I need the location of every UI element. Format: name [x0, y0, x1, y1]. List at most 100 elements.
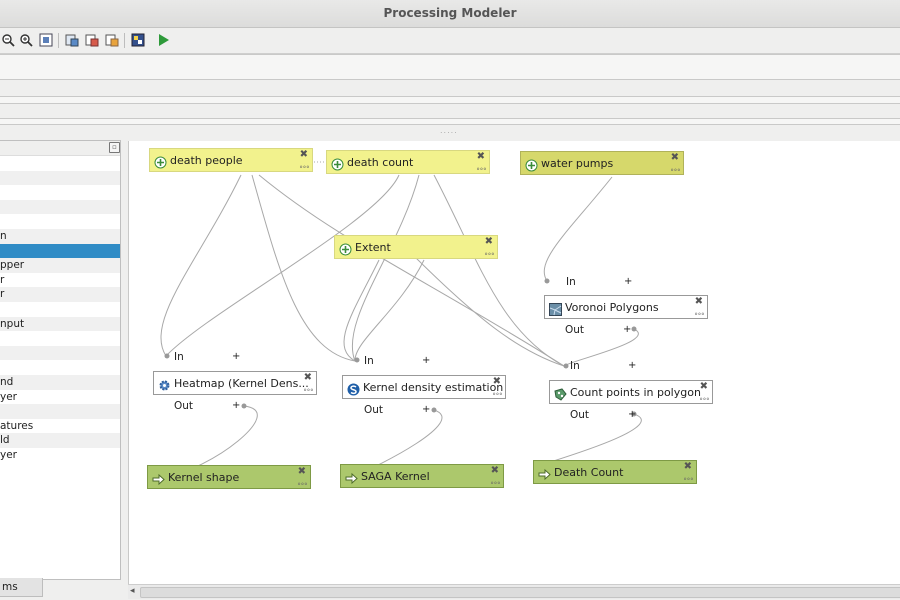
algorithm-list-item[interactable]: ld: [0, 433, 120, 448]
output-node-death-count[interactable]: Death Count ✖ ∘∘∘: [533, 460, 697, 484]
plus-cross-icon: [339, 241, 352, 256]
panel-header: [0, 141, 120, 156]
algorithm-list-item[interactable]: [0, 199, 120, 215]
more-icon[interactable]: ∘∘∘: [296, 480, 308, 488]
scrollbar-thumb[interactable]: [140, 587, 900, 598]
input-node-extent[interactable]: Extent ✖ ∘∘∘: [334, 235, 498, 259]
node-label: Heatmap (Kernel Dens...: [174, 377, 309, 390]
model-canvas[interactable]: death people ✖ ∘∘∘ death count ✖ ∘∘∘ wat…: [128, 141, 900, 584]
more-icon[interactable]: ∘∘∘: [682, 475, 694, 483]
more-icon[interactable]: ∘∘∘: [491, 390, 503, 398]
port-in-label: In: [570, 360, 580, 372]
plus-cross-icon: [154, 154, 167, 169]
algorithm-list-item[interactable]: [0, 302, 120, 317]
algorithm-list-item[interactable]: nput: [0, 316, 120, 332]
more-icon[interactable]: ∘∘∘: [302, 386, 314, 394]
delete-icon[interactable]: ✖: [694, 296, 703, 307]
algorithm-list-item[interactable]: atures: [0, 419, 34, 432]
more-icon[interactable]: ∘∘∘: [698, 395, 710, 403]
algorithm-list-item[interactable]: r: [0, 273, 5, 286]
zoom-out-icon[interactable]: [0, 32, 16, 48]
separator-band: [0, 118, 900, 125]
output-node-saga-kernel[interactable]: SAGA Kernel ✖ ∘∘∘: [340, 464, 504, 488]
algorithm-node-count-points[interactable]: Count points in polygon ✖ ∘∘∘: [549, 380, 713, 404]
window-title: Processing Modeler: [0, 0, 900, 28]
node-label: water pumps: [541, 157, 614, 170]
port-out-label: Out: [364, 404, 384, 416]
plus-cross-icon: [331, 156, 344, 171]
more-icon[interactable]: ∘∘∘: [298, 163, 310, 171]
plus-cross-icon: [525, 157, 538, 172]
zoom-full-icon[interactable]: [38, 32, 54, 48]
expand-outputs-button[interactable]: +: [232, 400, 241, 411]
delete-icon[interactable]: ✖: [490, 465, 499, 476]
scroll-left-icon[interactable]: ◂: [130, 586, 135, 596]
output-node-kernel-shape[interactable]: Kernel shape ✖ ∘∘∘: [147, 465, 311, 489]
tab-algorithms[interactable]: ms: [0, 578, 43, 597]
more-icon[interactable]: ∘∘∘: [483, 250, 495, 258]
node-label: SAGA Kernel: [361, 470, 430, 483]
expand-outputs-button[interactable]: +: [623, 324, 632, 335]
port-in-label: In: [566, 276, 576, 288]
expand-outputs-button[interactable]: +: [628, 409, 637, 420]
delete-icon[interactable]: ✖: [492, 376, 501, 387]
input-node-death-people[interactable]: death people ✖ ∘∘∘: [149, 148, 313, 172]
delete-icon[interactable]: ✖: [297, 466, 306, 477]
delete-icon[interactable]: ✖: [699, 381, 708, 392]
export-svg-icon[interactable]: [104, 32, 120, 48]
algorithm-list-item[interactable]: [0, 345, 120, 361]
delete-icon[interactable]: ✖: [484, 236, 493, 247]
separator-band: [0, 96, 900, 104]
algorithm-node-kernel-density[interactable]: Kernel density estimation ✖ ∘∘∘: [342, 375, 506, 399]
algorithm-list-item[interactable]: yer: [0, 390, 17, 403]
delete-icon[interactable]: ✖: [299, 149, 308, 160]
node-label: Death Count: [554, 466, 624, 479]
port-in-label: In: [364, 355, 374, 367]
algorithm-list-item[interactable]: [0, 360, 120, 375]
zoom-in-icon[interactable]: [18, 32, 34, 48]
more-icon[interactable]: ∘∘∘: [475, 165, 487, 173]
algorithm-node-voronoi-polygons[interactable]: Voronoi Polygons ✖ ∘∘∘: [544, 295, 708, 319]
more-icon[interactable]: ∘∘∘: [669, 166, 681, 174]
port-out-label: Out: [565, 324, 585, 336]
more-icon[interactable]: ∘∘∘: [693, 310, 705, 318]
expand-inputs-button[interactable]: +: [628, 360, 637, 371]
undock-icon[interactable]: ▫: [109, 142, 120, 153]
algorithm-list-item[interactable]: [0, 331, 120, 346]
algorithm-list-item[interactable]: [0, 404, 120, 419]
node-label: Extent: [355, 241, 391, 254]
algorithm-list-item[interactable]: [0, 156, 120, 171]
algorithm-list-item[interactable]: [0, 185, 120, 200]
delete-icon[interactable]: ✖: [476, 151, 485, 162]
algorithm-list-item[interactable]: n: [0, 228, 120, 244]
node-label: death people: [170, 154, 243, 167]
splitter-handle[interactable]: .....: [440, 126, 458, 135]
count-points-icon: [554, 386, 567, 401]
algorithm-list-item[interactable]: [0, 170, 120, 186]
connection-lines: [160, 161, 642, 477]
voronoi-icon: [549, 301, 562, 316]
expand-inputs-button[interactable]: +: [232, 351, 241, 362]
delete-icon[interactable]: ✖: [683, 461, 692, 472]
algorithm-list-item[interactable]: yer: [0, 448, 17, 461]
export-pdf-icon[interactable]: [84, 32, 100, 48]
algorithm-list-item[interactable]: [0, 243, 120, 259]
more-icon[interactable]: ∘∘∘: [489, 479, 501, 487]
export-python-icon[interactable]: [130, 32, 146, 48]
expand-inputs-button[interactable]: +: [422, 355, 431, 366]
run-model-icon[interactable]: [155, 32, 171, 48]
horizontal-scrollbar[interactable]: ◂: [128, 584, 900, 599]
delete-icon[interactable]: ✖: [670, 152, 679, 163]
algorithm-list-item[interactable]: r: [0, 287, 120, 302]
arrow-right-icon: [345, 470, 358, 485]
algorithm-list-item[interactable]: pper: [0, 258, 120, 273]
algorithm-node-heatmap[interactable]: Heatmap (Kernel Dens... ✖ ∘∘∘: [153, 371, 317, 395]
expand-outputs-button[interactable]: +: [422, 404, 431, 415]
input-node-death-count[interactable]: death count ✖ ∘∘∘: [326, 150, 490, 174]
algorithm-list-item[interactable]: [0, 214, 120, 229]
expand-inputs-button[interactable]: +: [624, 276, 633, 287]
algorithm-list-item[interactable]: nd: [0, 374, 120, 390]
delete-icon[interactable]: ✖: [303, 372, 312, 383]
input-node-water-pumps[interactable]: water pumps ✖ ∘∘∘: [520, 151, 684, 175]
export-image-icon[interactable]: [64, 32, 80, 48]
